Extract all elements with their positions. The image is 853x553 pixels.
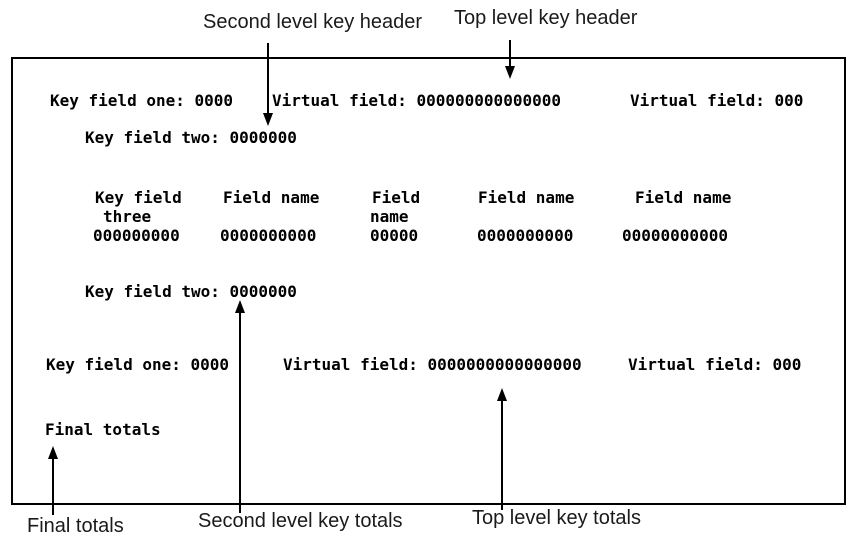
top-totals-virtual-field-1: Virtual field: 0000000000000000 <box>283 355 582 374</box>
top-header-virtual-field-2: Virtual field: 000 <box>630 91 804 110</box>
table-col1-header-line2: three <box>103 207 152 226</box>
top-header-virtual-field-1: Virtual field: 000000000000000 <box>272 91 561 110</box>
top-level-header-arrow-shaft <box>509 40 511 68</box>
annotation-second-level-key-header: Second level key header <box>203 11 423 33</box>
table-col1-value: 000000000 <box>93 226 180 245</box>
annotation-final-totals: Final totals <box>27 515 124 537</box>
arrow-down-icon <box>263 113 273 126</box>
arrow-up-icon <box>497 388 507 401</box>
final-totals-text: Final totals <box>45 420 161 439</box>
report-box: Key field one: 0000 Virtual field: 00000… <box>11 57 846 505</box>
annotation-top-level-key-header: Top level key header <box>454 7 638 29</box>
table-col1-header-line1: Key field <box>95 188 182 207</box>
table-col3-header-line1: Field <box>372 188 421 207</box>
table-col2-header-line1: Field name <box>223 188 320 207</box>
second-header-key-field-two: Key field two: 0000000 <box>85 128 297 147</box>
arrow-down-icon <box>505 66 515 79</box>
arrow-up-icon <box>235 300 245 313</box>
table-col4-header-line1: Field name <box>478 188 575 207</box>
final-totals-arrow-shaft <box>52 456 54 515</box>
annotation-top-level-key-totals: Top level key totals <box>472 507 641 529</box>
top-totals-virtual-field-2: Virtual field: 000 <box>628 355 802 374</box>
table-col3-value: 00000 <box>370 226 419 245</box>
second-level-totals-arrow-shaft <box>239 310 241 513</box>
second-totals-key-field-two: Key field two: 0000000 <box>85 282 297 301</box>
top-header-key-field-one: Key field one: 0000 <box>50 91 234 110</box>
top-totals-key-field-one: Key field one: 0000 <box>46 355 230 374</box>
table-col2-value: 0000000000 <box>220 226 317 245</box>
table-col5-value: 00000000000 <box>622 226 728 245</box>
annotation-second-level-key-totals: Second level key totals <box>198 510 403 532</box>
table-col4-value: 0000000000 <box>477 226 574 245</box>
table-col5-header-line1: Field name <box>635 188 732 207</box>
table-col3-header-line2: name <box>370 207 409 226</box>
second-level-header-arrow-shaft <box>267 43 269 116</box>
top-level-totals-arrow-shaft <box>501 398 503 510</box>
arrow-up-icon <box>48 446 58 459</box>
